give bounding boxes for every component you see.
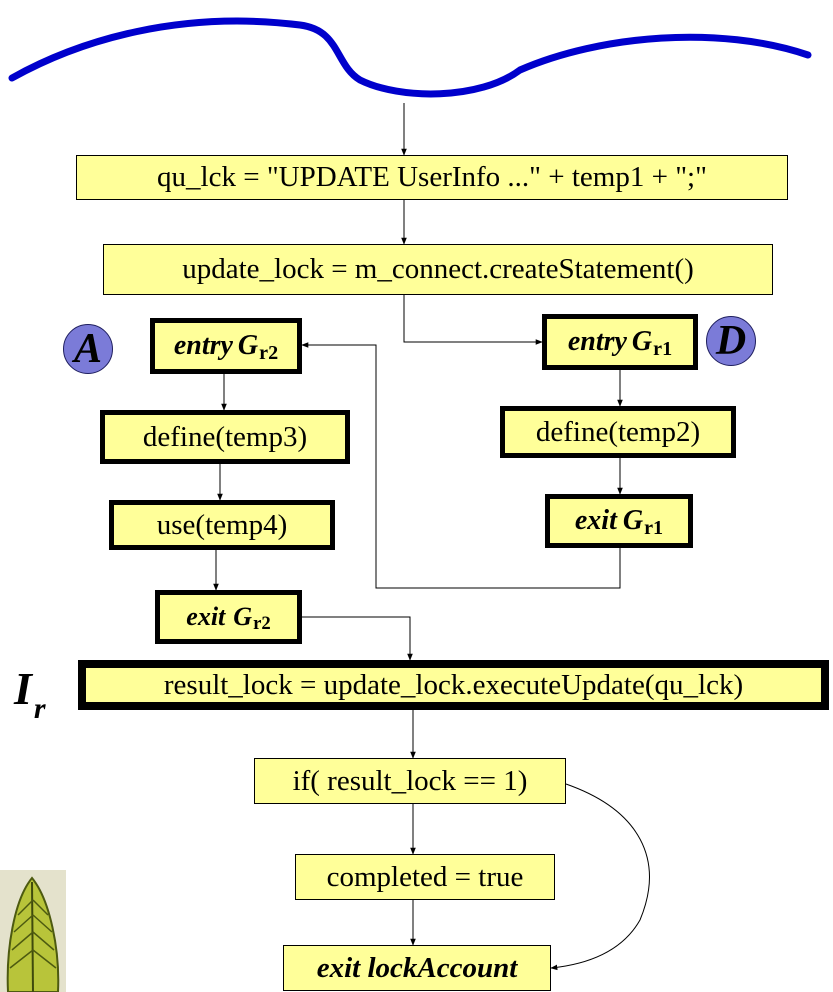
define-temp3-text: define(temp3) (142, 420, 308, 453)
exit-g-r2-sub: r2 (253, 612, 271, 634)
if-result-node: if( result_lock == 1) (254, 758, 566, 804)
edge-if-to-exit-lock-account (550, 783, 650, 971)
exit-lock-account-node: exit lockAccount (283, 945, 551, 991)
edges (213, 103, 650, 971)
qu-lck-text: qu_lck = "UPDATE UserInfo ..." + temp1 +… (157, 161, 707, 193)
entry-g-r1-sub: r1 (653, 337, 673, 360)
use-temp4-node: use(temp4) (109, 500, 335, 550)
exit-g-r1-sub: r1 (644, 516, 664, 539)
entry-g-r2-graph: G (237, 330, 259, 361)
entry-g-r2-sub: r2 (259, 341, 279, 364)
entry-g-r2-keyword: entry (173, 330, 233, 361)
update-lock-node: update_lock = m_connect.createStatement(… (103, 244, 773, 295)
exit-g-r1-graph: G (622, 505, 644, 536)
if-result-text: if( result_lock == 1) (292, 764, 528, 797)
ir-main: I (14, 663, 32, 714)
edge-exit-r2-to-result-lock (302, 616, 413, 661)
result-lock-text: result_lock = update_lock.executeUpdate(… (163, 668, 744, 701)
define-temp3-node: define(temp3) (100, 410, 350, 464)
completed-node: completed = true (295, 854, 555, 900)
entry-g-r1-graph: G (631, 326, 653, 357)
exit-g-r2-graph: G (233, 602, 253, 631)
entry-g-r1-keyword: entry (567, 326, 627, 357)
marker-d-label: D (715, 318, 747, 364)
marker-a-circle: A (63, 324, 113, 374)
marker-a-label: A (73, 326, 102, 372)
exit-lock-account-text: exit lockAccount (316, 951, 518, 984)
edge-exit-r1-to-entry-r2 (301, 342, 621, 589)
define-temp2-node: define(temp2) (500, 406, 736, 458)
exit-g-r2-keyword: exit (186, 602, 226, 631)
ir-label: Ir (14, 662, 46, 725)
leaf-image (0, 870, 66, 992)
ir-sub: r (33, 692, 46, 725)
use-temp4-text: use(temp4) (156, 508, 288, 541)
exit-g-r1-keyword: exit (574, 505, 617, 536)
edge-update-lock-to-entry-r1 (403, 295, 543, 345)
marker-d-circle: D (706, 316, 756, 366)
completed-text: completed = true (326, 860, 524, 893)
qu-lck-node: qu_lck = "UPDATE UserInfo ..." + temp1 +… (76, 155, 788, 200)
update-lock-text: update_lock = m_connect.createStatement(… (182, 253, 694, 285)
result-lock-node: result_lock = update_lock.executeUpdate(… (78, 660, 829, 710)
code-continuation-wave (8, 17, 812, 98)
define-temp2-text: define(temp2) (535, 415, 701, 448)
